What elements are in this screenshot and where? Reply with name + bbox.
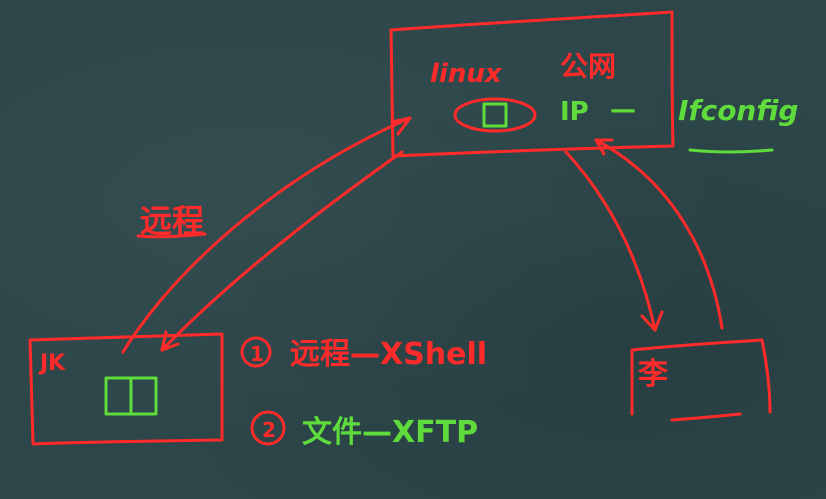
note-marker: 2 xyxy=(262,418,276,442)
server-network-label: 公网 xyxy=(560,50,616,83)
server-screen-icon xyxy=(482,102,508,128)
client-screen-icon xyxy=(104,376,158,416)
ifconfig-command: Ifconfig xyxy=(678,94,798,127)
linux-server-box: linux 公网 IP — Ifconfig xyxy=(389,10,798,158)
note-text: 远程—XShell xyxy=(290,337,487,372)
ifconfig-underline xyxy=(688,148,774,154)
server-ip-label: IP xyxy=(560,97,589,127)
note-marker: 1 xyxy=(250,342,264,366)
server-to-node-edge xyxy=(564,138,724,332)
arrow-node-to-server xyxy=(594,138,724,330)
arrow-server-to-node xyxy=(564,150,657,332)
client-box: JK xyxy=(28,332,224,446)
notes-list: 1 远程—XShell 2 文件—XFTP xyxy=(240,336,487,450)
note-marker-circle xyxy=(240,336,272,368)
arrow-server-to-node-head xyxy=(640,310,664,332)
other-node-box: 李 xyxy=(630,338,772,422)
server-title: linux xyxy=(430,59,503,89)
server-screen-circle xyxy=(453,97,537,133)
other-node-outline xyxy=(630,338,772,422)
remote-label-underline xyxy=(136,232,207,239)
remote-connection-edge: 远程 xyxy=(121,116,412,354)
remote-arrow-up xyxy=(121,116,412,354)
server-ip-dash: — xyxy=(610,95,636,125)
remote-arrow-down xyxy=(160,150,404,352)
note-marker-circle xyxy=(250,410,286,446)
client-label: JK xyxy=(38,351,66,376)
client-box-outline xyxy=(28,332,224,446)
note-item: 1 远程—XShell xyxy=(240,336,487,372)
remote-arrow-up-head xyxy=(390,116,412,136)
server-box-outline xyxy=(389,10,675,158)
other-node-label: 李 xyxy=(638,357,668,392)
note-item: 2 文件—XFTP xyxy=(250,410,478,450)
note-text: 文件—XFTP xyxy=(302,415,478,450)
arrow-node-to-server-head xyxy=(594,138,614,156)
